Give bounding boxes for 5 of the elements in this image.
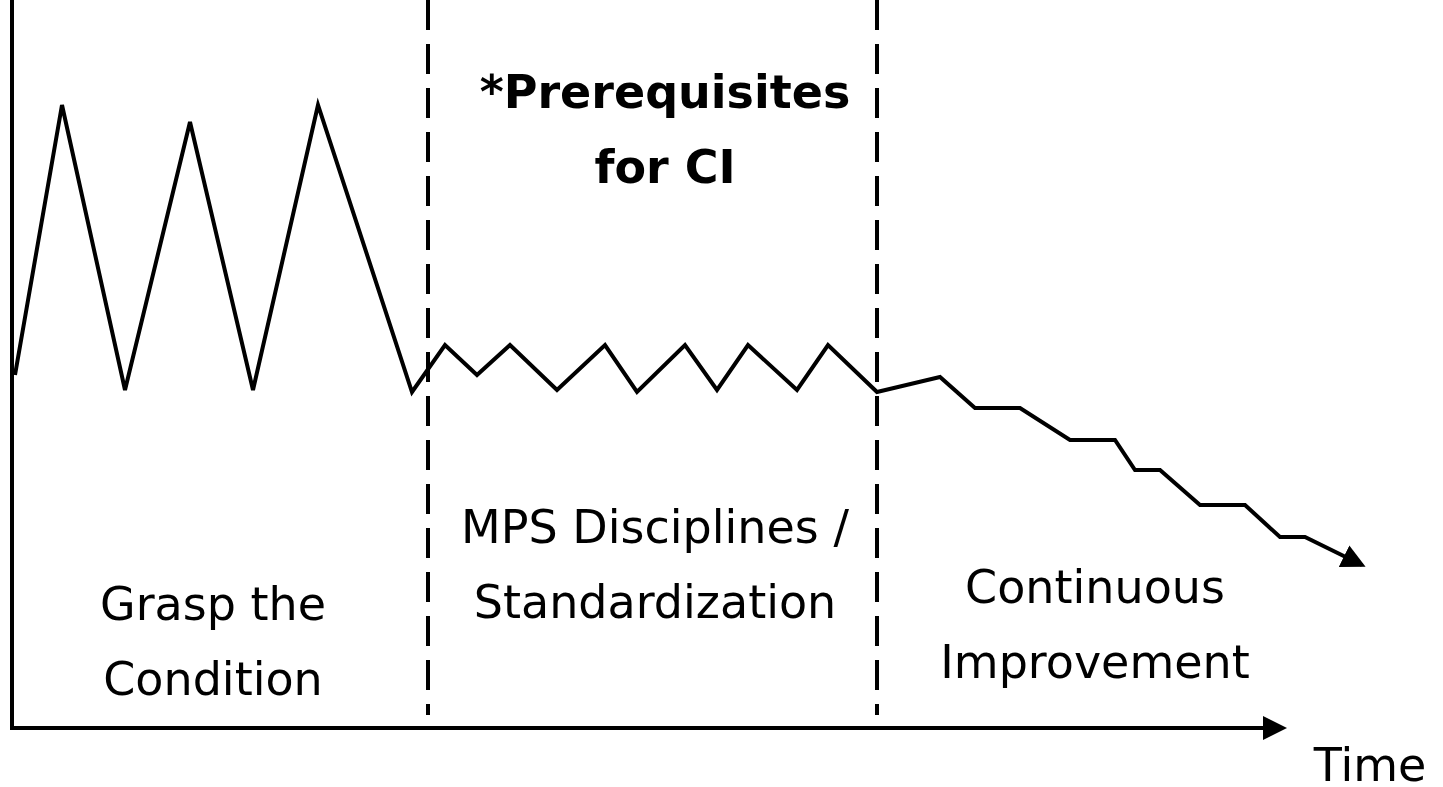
axis-label: Time <box>1312 737 1428 787</box>
phase-label: Continuous Improvement <box>939 559 1251 691</box>
heading-text: *Prerequisites for CI <box>478 64 852 196</box>
phase-label: MPS Disciplines / Standardization <box>460 499 850 631</box>
phase-label: Grasp the Condition <box>99 576 327 708</box>
